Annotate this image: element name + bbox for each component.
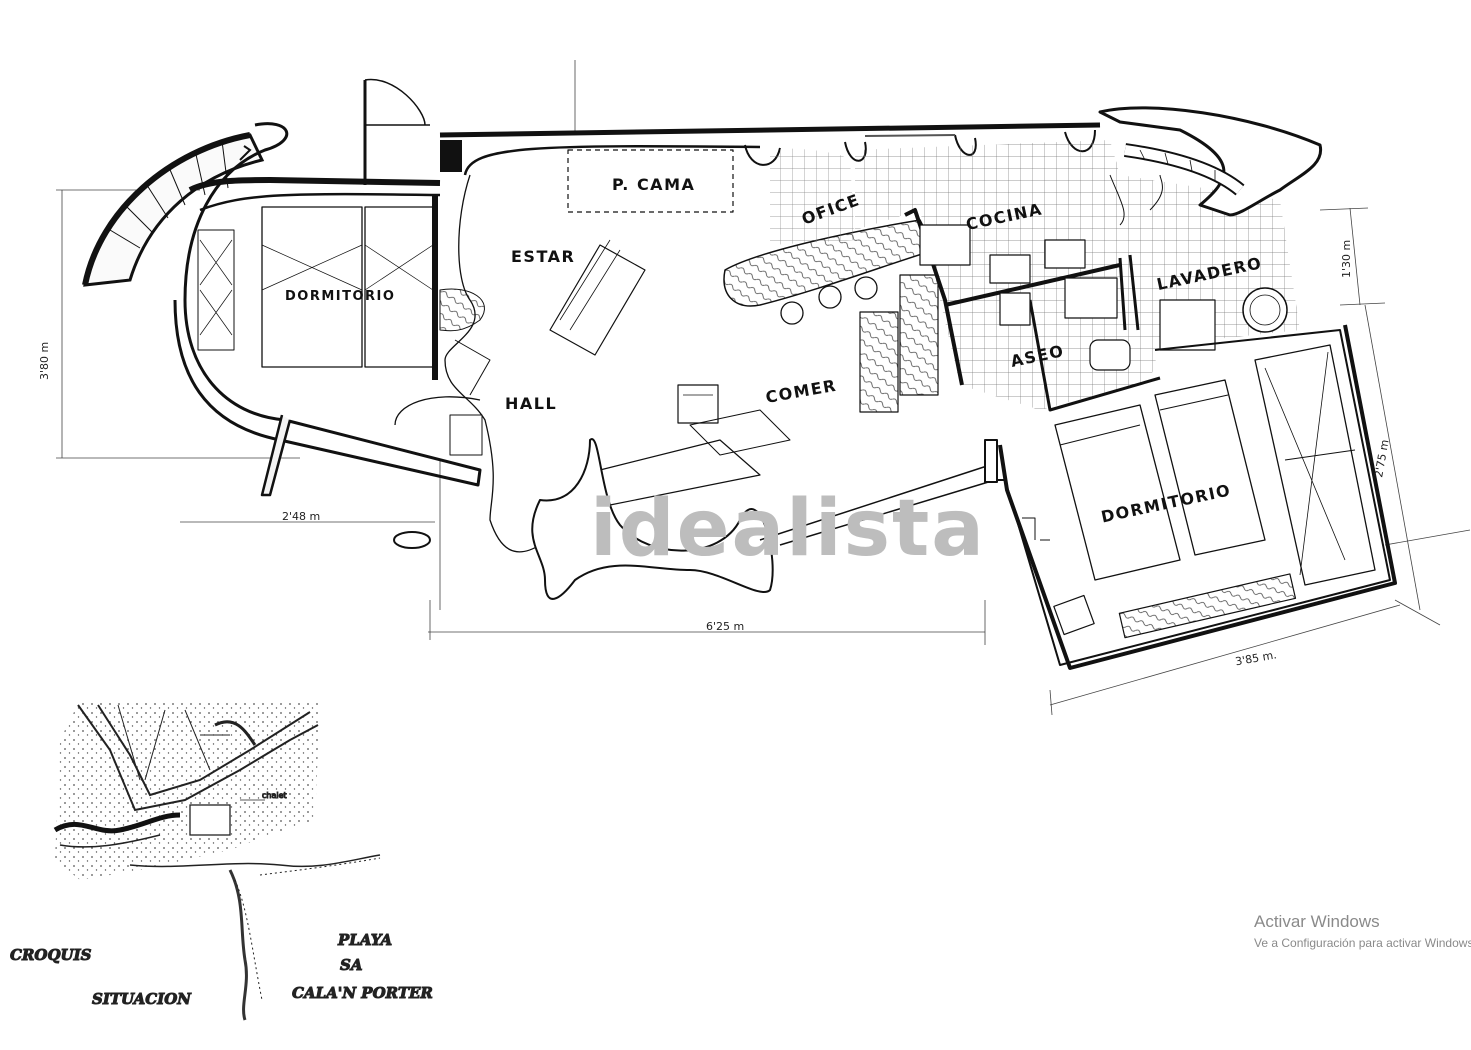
dimension-lines xyxy=(56,60,1471,716)
dim-right-width: 3'85 m. xyxy=(1234,648,1277,668)
dim-lavadero-height: 1'30 m xyxy=(1340,240,1353,278)
dim-dormitorio-height: 2'75 m xyxy=(1372,439,1391,479)
dim-left-height: 3'80 m xyxy=(38,342,51,380)
room-label-dormitorio-right: DORMITORIO xyxy=(1099,480,1233,526)
sketch-caption-sa: SA xyxy=(340,956,362,974)
activate-windows-title: Activar Windows xyxy=(1254,912,1380,931)
sketch-caption-cala-porter: CALA'N PORTER xyxy=(292,984,433,1002)
situation-sketch: chalet CROQUIS SITUACION PLAYA SA CALA'N… xyxy=(10,700,433,1021)
spiral-stair xyxy=(82,132,265,287)
dimension-labels: 3'80 m 2'48 m 6'25 m 3'85 m. 1'30 m 2'75… xyxy=(38,240,1392,669)
room-label-p-cama: P. CAMA xyxy=(612,175,695,194)
idealista-watermark: idealista xyxy=(590,484,986,574)
sketch-caption-croquis: CROQUIS xyxy=(10,946,92,964)
activate-windows-subtitle: Ve a Configuración para activar Windows. xyxy=(1254,936,1471,950)
room-label-dormitorio-left: DORMITORIO xyxy=(285,289,395,304)
dim-left-width: 2'48 m xyxy=(282,510,320,523)
room-label-estar: ESTAR xyxy=(511,247,575,266)
right-bedroom xyxy=(984,324,1397,670)
sketch-chalet-label: chalet xyxy=(262,791,287,800)
room-label-comer: COMER xyxy=(764,376,838,407)
dim-center-width: 6'25 m xyxy=(706,620,744,633)
sketch-caption-situacion: SITUACION xyxy=(92,990,192,1008)
kitchen-block xyxy=(855,106,1323,412)
room-label-hall: HALL xyxy=(505,394,557,413)
left-wing-walls xyxy=(173,78,485,549)
main-walls xyxy=(394,122,1101,600)
sketch-caption-playa: PLAYA xyxy=(337,931,392,949)
